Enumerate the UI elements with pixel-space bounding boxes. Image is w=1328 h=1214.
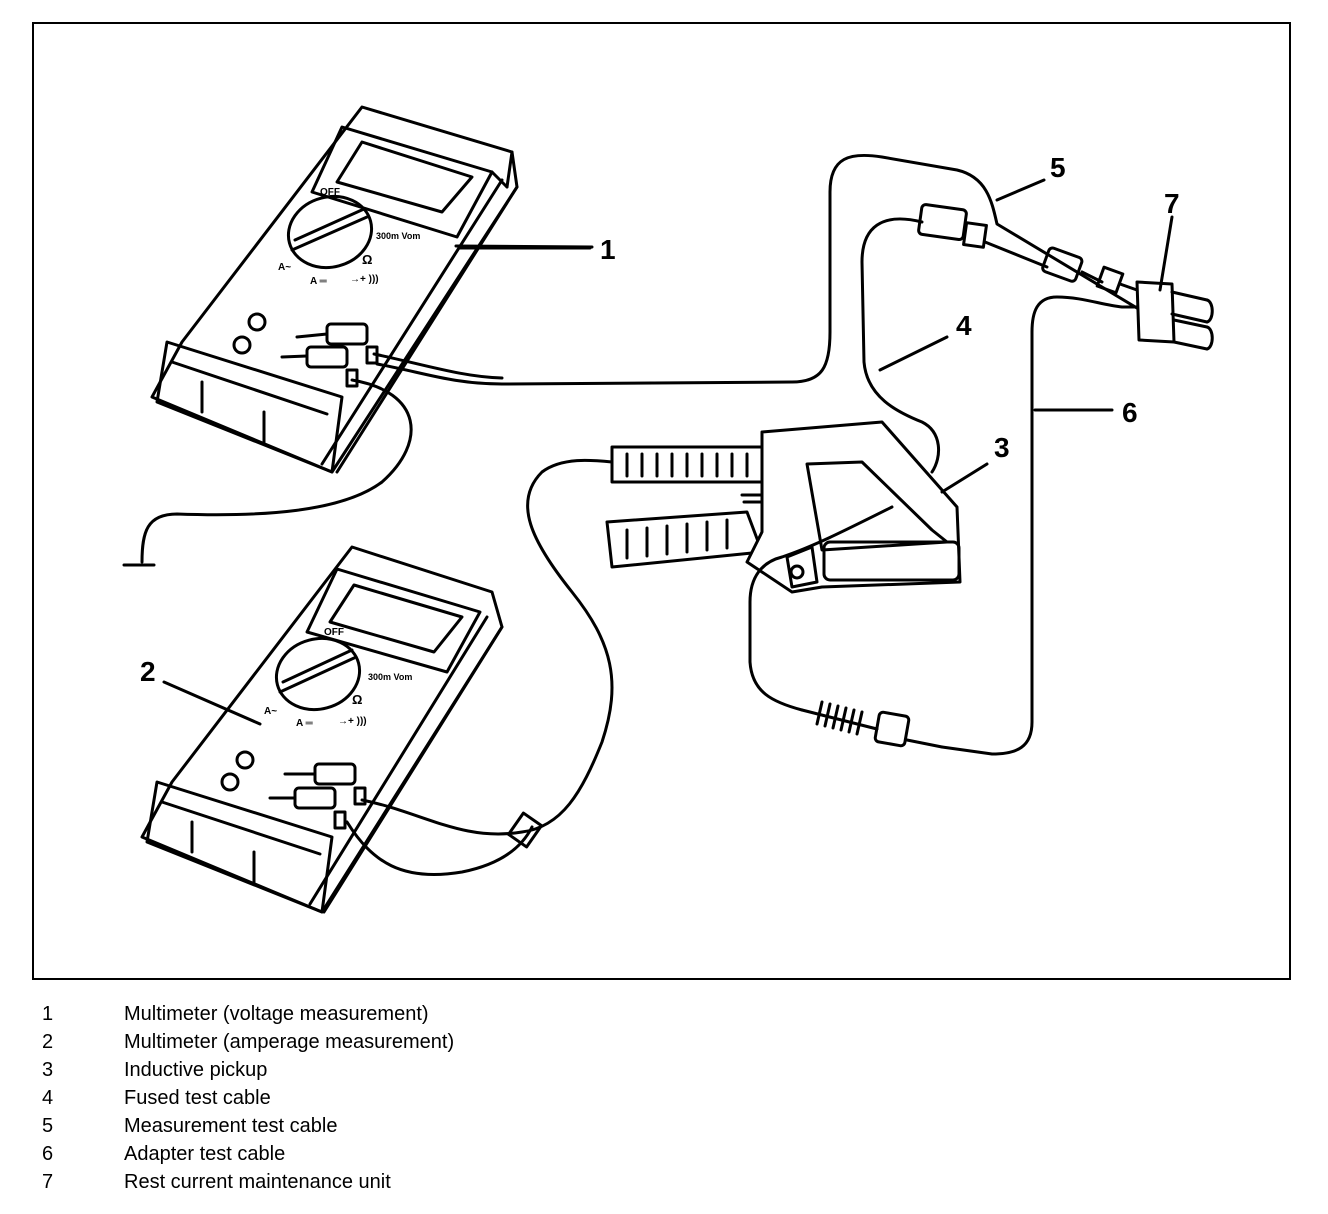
meter2-amps-ac-label: A~ [264, 706, 277, 717]
cable-connector-coil [815, 700, 864, 736]
meter2-leads [360, 458, 614, 836]
legend-text: Measurement test cable [124, 1114, 338, 1137]
legend-row: 1 Multimeter (voltage measurement) [42, 1000, 742, 1028]
legend-row: 6 Adapter test cable [42, 1140, 742, 1168]
meter1-amps-dc-label: A ═ [310, 276, 328, 287]
meter1-ground-lead [140, 378, 413, 564]
multimeter-2 [140, 545, 504, 914]
callout-3-leader [940, 462, 989, 494]
meter2-amps-dc-label: A ═ [296, 718, 314, 729]
meter2-diode-label: →+ ))) [338, 716, 367, 727]
multimeter-1 [150, 105, 594, 474]
legend-number: 7 [42, 1170, 54, 1193]
legend-row: 5 Measurement test cable [42, 1112, 742, 1140]
legend-row: 3 Inductive pickup [42, 1056, 742, 1084]
legend-text: Inductive pickup [124, 1058, 268, 1081]
meter1-range-label: 300m Vom [376, 231, 420, 241]
meter1-diode-label: →+ ))) [350, 274, 379, 285]
fused-test-cable [860, 217, 941, 474]
legend-text: Fused test cable [124, 1086, 271, 1109]
adapter-test-cable [940, 295, 1139, 756]
meter1-amps-ac-label: A~ [278, 262, 291, 273]
callout-1: 1 [600, 234, 616, 265]
legend-number: 2 [42, 1030, 54, 1053]
legend-number: 3 [42, 1058, 54, 1081]
wiring-diagram: OFF 300m Vom Ω A~ A ═ →+ ))) [122, 105, 1214, 914]
legend-row: 7 Rest current maintenance unit [42, 1168, 742, 1196]
legend-text: Adapter test cable [124, 1142, 286, 1165]
callout-5-leader [995, 178, 1046, 202]
figure-frame: OFF 300m Vom Ω A~ A ═ →+ ))) [32, 22, 1291, 980]
meter1-ohm-label: Ω [362, 252, 372, 267]
callout-4: 4 [956, 310, 972, 341]
inductive-pickup [605, 420, 962, 594]
meter2-ohm-label: Ω [352, 692, 362, 707]
legend-text: Multimeter (voltage measurement) [124, 1002, 429, 1025]
legend-text: Rest current maintenance unit [124, 1170, 391, 1193]
legend-number: 1 [42, 1002, 54, 1025]
callout-2: 2 [140, 656, 156, 687]
callout-6: 6 [1122, 397, 1138, 428]
legend-text: Multimeter (amperage measurement) [124, 1030, 455, 1053]
meter1-measurement-lead [375, 153, 1154, 386]
legend-number: 6 [42, 1142, 54, 1165]
callout-2-leader [162, 680, 262, 726]
legend: 1 Multimeter (voltage measurement) 2 Mul… [42, 1000, 742, 1196]
meter2-off-label: OFF [324, 627, 344, 638]
meter2-range-label: 300m Vom [368, 672, 412, 682]
callout-7-leader [1158, 215, 1174, 292]
callout-3: 3 [994, 432, 1010, 463]
meter1-off-label: OFF [320, 187, 340, 198]
callout-4-leader [878, 335, 949, 372]
legend-number: 4 [42, 1086, 54, 1109]
callout-5: 5 [1050, 152, 1066, 183]
legend-row: 2 Multimeter (amperage measurement) [42, 1028, 742, 1056]
legend-number: 5 [42, 1114, 54, 1137]
rest-current-maintenance-unit [1135, 280, 1214, 351]
callout-7: 7 [1164, 188, 1180, 219]
legend-row: 4 Fused test cable [42, 1084, 742, 1112]
